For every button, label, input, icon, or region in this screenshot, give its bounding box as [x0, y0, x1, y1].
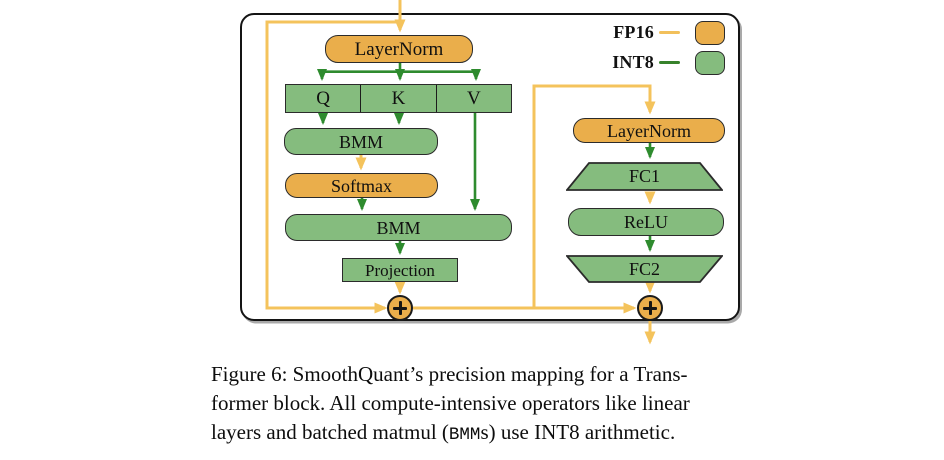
legend-label-int8: INT8 — [612, 52, 654, 72]
residual-add-icon — [387, 295, 413, 321]
node-softmax: Softmax — [285, 173, 438, 198]
caption-line-2: former block. All compute-intensive oper… — [211, 391, 690, 415]
caption-line-1: Figure 6: SmoothQuant’s precision mappin… — [211, 362, 688, 386]
caption-line-3-post: s) use INT8 arithmetic. — [480, 420, 676, 444]
fc2-trapezoid-shape — [566, 255, 723, 283]
fc1-trapezoid-shape — [566, 162, 723, 191]
caption-line-3: layers and batched matmul (BMMs) use INT… — [211, 418, 690, 450]
legend-item-int8: INT8 — [580, 50, 725, 75]
fc2-label: FC2 — [628, 258, 661, 279]
node-bmm-pv: BMM — [285, 214, 512, 241]
flow-arrows-layer — [265, 0, 656, 345]
node-layernorm-ffn: LayerNorm — [573, 118, 725, 143]
legend-item-fp16: FP16 — [580, 20, 725, 45]
fp16-residual-attention — [265, 20, 400, 314]
fc1-label: FC1 — [628, 166, 661, 186]
caption-bmm-code: BMM — [448, 425, 481, 445]
figure-caption: Figure 6: SmoothQuant’s precision mappin… — [211, 360, 690, 450]
node-fc2: FC2 — [566, 255, 723, 283]
precision-mapping-diagram: LayerNorm Q K V BMM Softmax BMM Projecti… — [240, 0, 740, 345]
fp16-residual-ffn — [532, 84, 656, 308]
fp16-box-swatch-icon — [695, 20, 725, 45]
int8-box-swatch-icon — [695, 50, 725, 75]
node-k: K — [360, 85, 435, 112]
caption-line-3-pre: layers and batched matmul ( — [211, 420, 449, 444]
transformer-block-outline — [240, 13, 740, 321]
node-relu: ReLU — [568, 208, 724, 236]
node-q: Q — [316, 88, 331, 109]
node-projection: Projection — [342, 258, 458, 282]
node-fc1: FC1 — [566, 162, 723, 191]
node-v: V — [435, 85, 511, 112]
node-bmm-qk: BMM — [284, 128, 438, 155]
fp16-line-swatch-icon — [659, 30, 680, 35]
node-layernorm-attention: LayerNorm — [325, 35, 473, 63]
int8-line-swatch-icon — [659, 60, 680, 65]
legend-label-fp16: FP16 — [613, 22, 654, 42]
residual-add-icon — [637, 295, 663, 321]
node-qkv-row: Q K V — [285, 84, 512, 113]
